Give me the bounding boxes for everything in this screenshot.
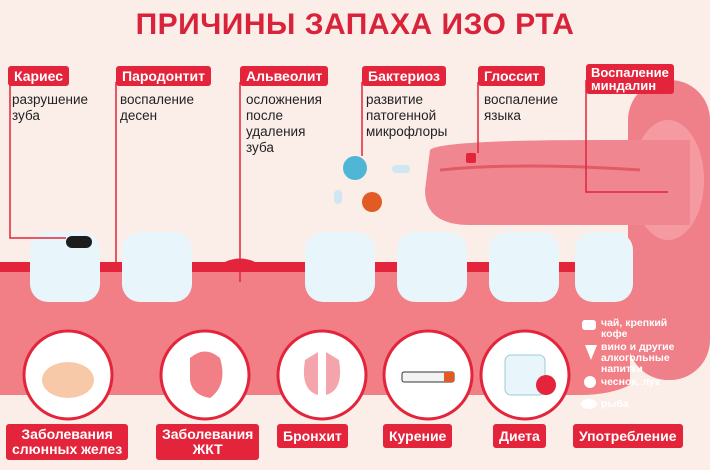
bacteria-icon <box>362 192 382 212</box>
tooth <box>30 232 100 302</box>
cause-label-periodontitis: Пародонтит <box>116 66 211 86</box>
cigarette-tip <box>444 372 454 382</box>
cause-label-caries: Кариес <box>8 66 70 86</box>
cause-label-tonsillitis: Воспаление миндалин <box>586 64 674 94</box>
tongue-shape <box>425 140 690 225</box>
cause-desc-glossitis: воспаление языка <box>484 92 558 123</box>
tongue-groove <box>439 164 641 172</box>
bacteria-icon <box>343 156 367 180</box>
tooth <box>575 232 633 302</box>
cup-icon <box>582 320 596 330</box>
bacteria-icon <box>392 165 410 173</box>
garlic-icon <box>584 376 596 388</box>
consumption-icons <box>581 320 597 409</box>
fish-icon <box>581 399 597 409</box>
consumption-item-fish: рыба <box>601 398 629 410</box>
wine-glass-icon <box>585 345 597 360</box>
cause-desc-bacteriosis: развитие патогенной микрофлоры <box>366 92 448 139</box>
factor-label-salivary: Заболевания слюнных желез <box>6 424 129 460</box>
page-title: ПРИЧИНЫ ЗАПАХА ИЗО РТА <box>135 8 575 41</box>
bacteria-icon <box>334 190 342 204</box>
cause-desc-periodontitis: воспаление десен <box>120 92 194 123</box>
factor-label-bronchitis: Бронхит <box>277 424 348 448</box>
tooth <box>305 232 375 302</box>
glossitis-marker <box>466 153 476 163</box>
tooth <box>489 232 559 302</box>
bottom-icons <box>22 329 571 421</box>
factor-label-diet: Диета <box>493 424 546 448</box>
consumption-item-garlic: чеснок, лук <box>601 376 661 388</box>
tooth <box>397 232 467 302</box>
factor-label-gi: Заболевания ЖКТ <box>156 424 260 460</box>
leader-lines <box>9 80 668 282</box>
apple-icon <box>536 375 556 395</box>
teeth-row <box>30 232 633 302</box>
cause-desc-alveolitis: осложнения после удаления зуба <box>246 92 322 155</box>
consumption-item-wine: вино и другие алкогольные напитки <box>601 341 675 375</box>
cause-label-alveolitis: Альвеолит <box>240 66 329 86</box>
cause-label-bacteriosis: Бактериоз <box>362 66 446 86</box>
tooth <box>122 232 192 302</box>
factor-label-smoking: Курение <box>383 424 453 448</box>
scale-shape <box>504 354 546 396</box>
consumption-item-tea: чай, крепкий кофе <box>601 317 668 340</box>
factor-label-consumption: Употребление <box>573 424 683 448</box>
caries-spot <box>66 236 92 248</box>
cause-desc-caries: разрушение зуба <box>12 92 89 123</box>
lung-shape <box>303 352 341 395</box>
cause-label-glossitis: Глоссит <box>478 66 546 86</box>
stomach-shape <box>190 351 223 398</box>
face-shape <box>42 362 94 398</box>
lungs-icon <box>276 329 368 421</box>
